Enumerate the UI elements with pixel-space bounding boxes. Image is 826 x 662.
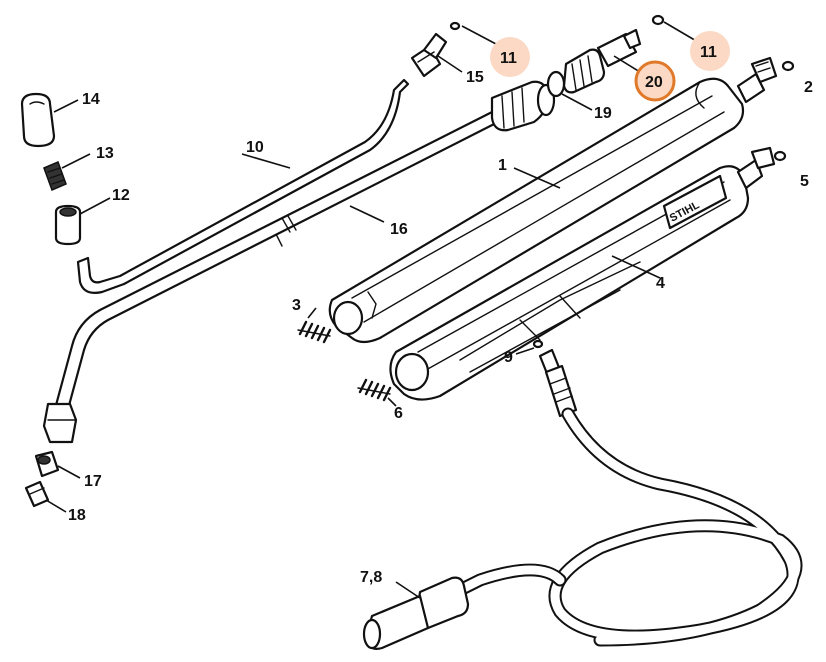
callout-6[interactable]: 6 xyxy=(394,405,403,422)
part-20-adapter[interactable] xyxy=(562,28,642,94)
part-1-handle[interactable] xyxy=(328,56,778,344)
callout-4[interactable]: 4 xyxy=(656,275,665,292)
part-15-connector[interactable] xyxy=(410,32,448,78)
part-11-oring-a[interactable] xyxy=(449,21,461,31)
callout-18[interactable]: 18 xyxy=(68,507,86,524)
callout-7-8[interactable]: 7,8 xyxy=(360,569,382,586)
part-6-spring[interactable] xyxy=(357,378,392,402)
callout-12[interactable]: 12 xyxy=(112,187,130,204)
part-2-oring[interactable] xyxy=(781,60,795,72)
callout-1[interactable]: 1 xyxy=(498,157,507,174)
callout-20-selected-ring[interactable] xyxy=(634,60,676,102)
part-3-spring[interactable] xyxy=(297,320,332,344)
part-16-straight-lance[interactable] xyxy=(50,80,556,426)
part-4-gun-housing[interactable]: STIHL xyxy=(389,146,776,401)
callout-5[interactable]: 5 xyxy=(800,173,809,190)
part-14-cap[interactable] xyxy=(20,92,56,148)
hose-assembly[interactable] xyxy=(362,348,803,650)
callout-13[interactable]: 13 xyxy=(96,145,114,162)
callout-15[interactable]: 15 xyxy=(466,69,484,86)
callout-3[interactable]: 3 xyxy=(292,297,301,314)
callout-11a[interactable]: 11 xyxy=(500,50,517,67)
part-12-sleeve[interactable] xyxy=(54,204,82,246)
callout-10[interactable]: 10 xyxy=(246,139,264,156)
part-5-oring[interactable] xyxy=(773,150,787,162)
callout-11a-highlight xyxy=(490,37,530,77)
callout-17[interactable]: 17 xyxy=(84,473,102,490)
part-18-nozzle[interactable] xyxy=(24,480,50,508)
callout-16[interactable]: 16 xyxy=(390,221,408,238)
lance-nozzle-nut xyxy=(42,402,78,444)
part-9-oring[interactable] xyxy=(532,339,544,349)
part-17-nut[interactable] xyxy=(34,450,60,478)
callout-11b-highlight xyxy=(690,31,730,71)
part-13-nozzle-insert[interactable] xyxy=(43,160,67,192)
callout-19[interactable]: 19 xyxy=(594,105,612,122)
part-19-oring[interactable] xyxy=(546,70,566,98)
callout-14[interactable]: 14 xyxy=(82,91,100,108)
leader-lines xyxy=(45,21,699,599)
callout-20[interactable]: 20 xyxy=(645,74,663,91)
callout-9[interactable]: 9 xyxy=(504,349,513,366)
callout-11b[interactable]: 11 xyxy=(700,44,717,61)
callout-2[interactable]: 2 xyxy=(804,79,813,96)
part-11-oring-b[interactable] xyxy=(651,14,665,26)
